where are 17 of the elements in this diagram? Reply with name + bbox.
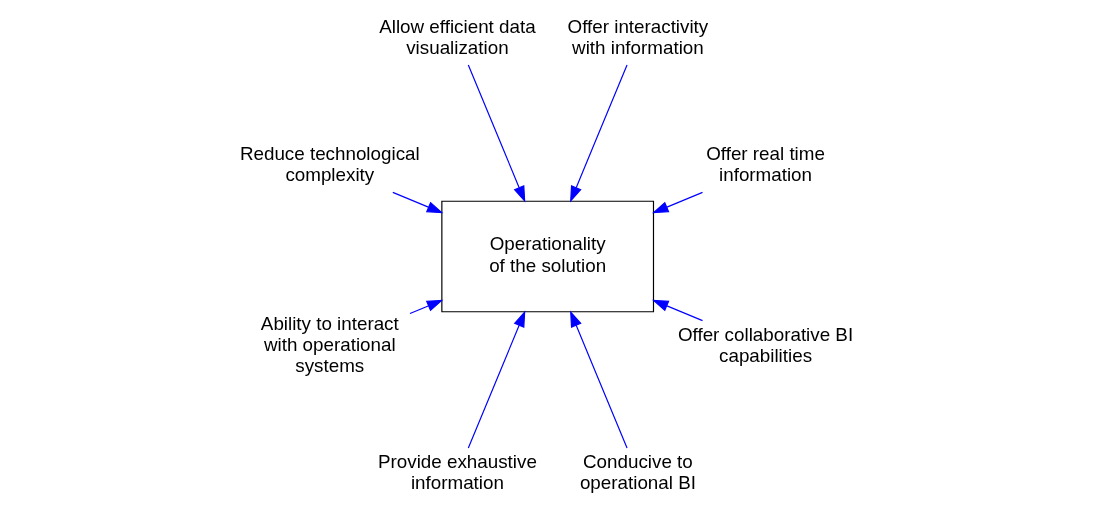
arrow bbox=[467, 64, 526, 203]
arrow bbox=[392, 191, 444, 214]
arrow bbox=[467, 310, 526, 449]
arrow bbox=[652, 299, 704, 322]
node-text: Offer interactivity with information bbox=[567, 15, 709, 58]
node-text: Offer real time information bbox=[706, 143, 825, 186]
node-text: Reduce technological complexity bbox=[239, 143, 420, 186]
node-text: Provide exhaustive information bbox=[378, 451, 537, 494]
node-text: Ability to interact with operational systems bbox=[260, 313, 399, 377]
arrow bbox=[570, 64, 628, 203]
node-box: Operationality of the solution bbox=[441, 200, 655, 313]
arrow bbox=[409, 299, 444, 315]
arrow bbox=[652, 191, 704, 214]
arrow bbox=[570, 310, 628, 449]
node-text: Allow efficient data visualization bbox=[379, 15, 536, 58]
node-text: Conducive to operational BI bbox=[579, 451, 696, 494]
node-text: Offer collaborative BI capabilities bbox=[677, 323, 854, 366]
